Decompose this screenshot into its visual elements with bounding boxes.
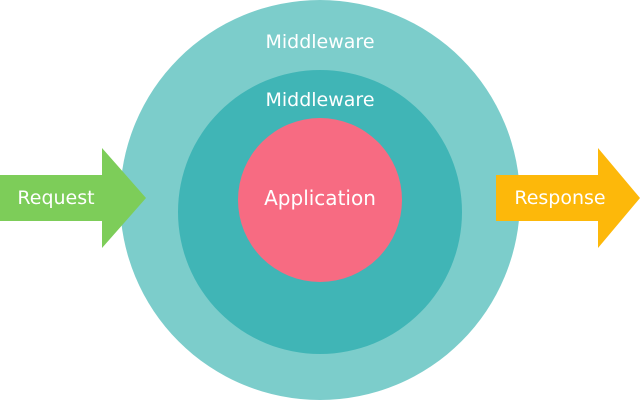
response-arrow — [496, 148, 640, 248]
request-arrow — [0, 148, 146, 248]
response-label: Response — [514, 187, 605, 209]
request-label: Request — [17, 187, 94, 209]
outer-middleware-label: Middleware — [265, 31, 374, 53]
application-label: Application — [264, 186, 376, 210]
inner-middleware-label: Middleware — [265, 89, 374, 111]
application-circle — [238, 118, 402, 282]
